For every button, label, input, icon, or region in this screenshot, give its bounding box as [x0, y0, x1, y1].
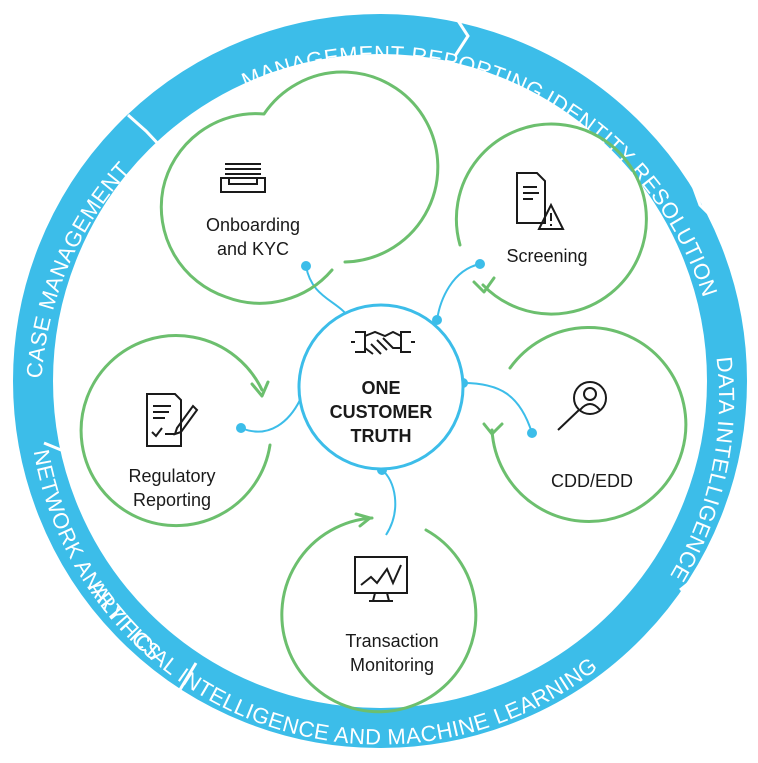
connector-dot — [475, 259, 485, 269]
center-node: ONE CUSTOMER TRUTH — [297, 303, 465, 471]
magnify-person-icon — [557, 381, 607, 431]
node-onboarding-line-1: Onboarding — [206, 215, 300, 235]
node-regulatory-line-2: Reporting — [133, 490, 211, 510]
node-ring — [454, 122, 648, 316]
separator-5 — [43, 441, 89, 460]
node-arrow — [482, 422, 504, 436]
separator-6 — [127, 113, 164, 150]
node-transaction: Transaction Monitoring — [280, 512, 478, 714]
node-ring — [79, 334, 272, 528]
node-onboarding-line-2: and KYC — [217, 239, 289, 259]
node-ring — [280, 516, 478, 714]
outer-ring-band — [13, 14, 747, 748]
connector-cdd — [462, 382, 533, 434]
handshake-icon — [351, 330, 415, 355]
node-cdd: CDD/EDD — [482, 326, 688, 523]
node-arrow — [250, 380, 270, 398]
connector-dot — [527, 428, 537, 438]
connector-transaction — [381, 469, 397, 536]
separator-4 — [170, 662, 198, 704]
node-arrow — [472, 276, 496, 294]
separator-1 — [453, 15, 470, 57]
node-onboarding: Onboarding and KYC — [159, 70, 440, 305]
node-regulatory-line-1: Regulatory — [128, 466, 215, 486]
separator-2 — [690, 182, 719, 224]
node-arrow — [354, 512, 372, 528]
center-line-3: TRUTH — [351, 426, 412, 446]
node-screening-line-1: Screening — [506, 246, 587, 266]
node-ring — [490, 326, 688, 523]
connector-dot — [236, 423, 246, 433]
connector-dot — [432, 315, 442, 325]
document-warning-icon — [516, 172, 565, 230]
connector-regulatory — [240, 399, 301, 433]
node-regulatory: Regulatory Reporting — [79, 334, 272, 528]
node-transaction-line-2: Monitoring — [350, 655, 434, 675]
center-circle — [297, 303, 465, 471]
center-line-2: CUSTOMER — [330, 402, 433, 422]
node-cdd-line-1: CDD/EDD — [551, 471, 633, 491]
center-line-1: ONE — [361, 378, 400, 398]
node-transaction-line-1: Transaction — [345, 631, 438, 651]
node-ring — [159, 70, 440, 305]
document-tray-icon — [220, 163, 266, 193]
ring-separators — [43, 15, 719, 704]
ring-label-ai: ARTIFICIAL INTELLIGENCE AND MACHINE LEAR… — [83, 576, 602, 750]
connector-screening — [436, 263, 481, 321]
checklist-pen-icon — [146, 393, 199, 447]
node-screening: Screening — [454, 122, 648, 316]
monitor-chart-icon — [354, 556, 408, 602]
separator-3 — [679, 555, 714, 592]
connector-dot — [301, 261, 311, 271]
